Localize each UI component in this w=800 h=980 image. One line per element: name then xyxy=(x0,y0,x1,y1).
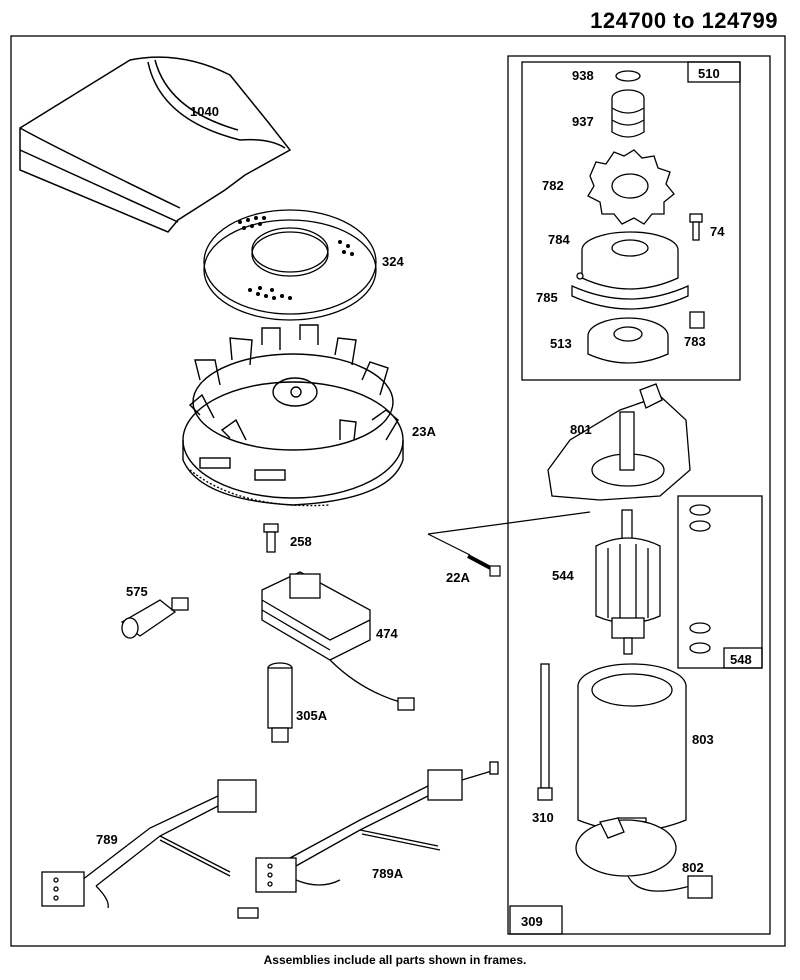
screen-324 xyxy=(203,209,377,321)
gear-782 xyxy=(587,149,675,225)
label-23A: 23A xyxy=(412,424,436,439)
label-548: 548 xyxy=(730,652,752,667)
frame-548 xyxy=(677,495,763,669)
label-938: 938 xyxy=(572,68,594,83)
brush-plate-802 xyxy=(575,817,713,899)
nut-783 xyxy=(689,311,705,329)
label-575: 575 xyxy=(126,584,148,599)
label-309: 309 xyxy=(521,914,543,929)
label-784: 784 xyxy=(548,232,570,247)
spacer-305A xyxy=(267,662,293,743)
clip-938 xyxy=(615,70,641,82)
ring-513 xyxy=(587,317,669,364)
label-310: 310 xyxy=(532,810,554,825)
spring-937 xyxy=(611,89,645,138)
frame-309-tag xyxy=(509,905,563,935)
label-783: 783 xyxy=(684,334,706,349)
armature-474 xyxy=(261,571,415,711)
label-789A: 789A xyxy=(372,866,404,881)
bolt-310 xyxy=(537,663,553,801)
label-22A: 22A xyxy=(446,570,470,585)
label-1040: 1040 xyxy=(190,104,219,119)
end-cap-801 xyxy=(547,383,691,501)
blower-cover-1040 xyxy=(19,56,292,233)
label-801: 801 xyxy=(570,422,592,437)
label-937: 937 xyxy=(572,114,594,129)
label-510: 510 xyxy=(698,66,720,81)
label-74: 74 xyxy=(710,224,725,239)
flywheel-23A xyxy=(182,324,404,507)
label-782: 782 xyxy=(542,178,564,193)
harness-789A xyxy=(237,761,499,919)
harness-789 xyxy=(41,779,257,909)
label-789: 789 xyxy=(96,832,118,847)
label-513: 513 xyxy=(550,336,572,351)
label-785: 785 xyxy=(536,290,558,305)
screw-22A xyxy=(427,511,591,577)
label-258: 258 xyxy=(290,534,312,549)
frame-510-tag xyxy=(687,61,741,83)
bolt-258 xyxy=(263,523,279,553)
label-324: 324 xyxy=(382,254,404,269)
housing-803 xyxy=(577,663,687,836)
armature-544 xyxy=(595,509,661,655)
screw-74 xyxy=(689,213,703,241)
label-803: 803 xyxy=(692,732,714,747)
switch-575 xyxy=(120,597,189,639)
label-544: 544 xyxy=(552,568,574,583)
housing-784 xyxy=(571,231,689,310)
label-305A: 305A xyxy=(296,708,328,723)
outer-frame xyxy=(10,35,786,947)
washers-548 xyxy=(689,504,711,654)
label-802: 802 xyxy=(682,860,704,875)
frame-510 xyxy=(521,61,741,381)
label-474: 474 xyxy=(376,626,398,641)
footer-note: Assemblies include all parts shown in fr… xyxy=(263,953,527,967)
page-title: 124700 to 124799 xyxy=(590,8,778,33)
frame-548-tag xyxy=(723,647,763,669)
frame-309 xyxy=(507,55,771,935)
